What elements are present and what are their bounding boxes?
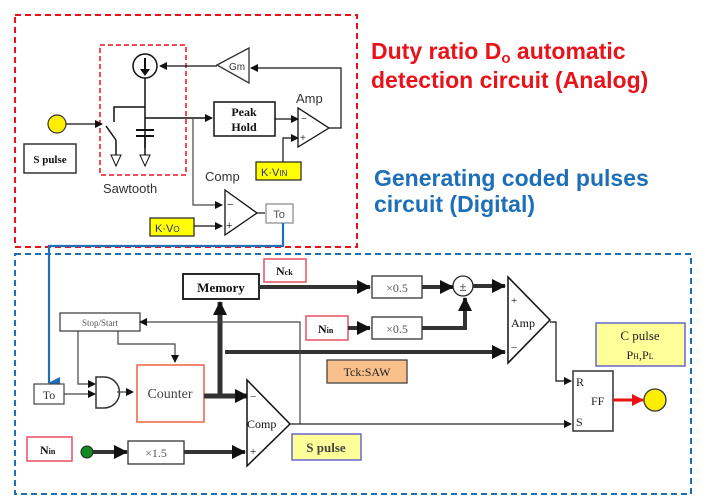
digital-title-line-2: circuit (Digital): [374, 191, 536, 218]
analog-comp: [224, 188, 259, 237]
to-output-label: To: [273, 209, 285, 221]
to-output-box: [265, 203, 294, 224]
analog-comp-minus: −: [227, 199, 233, 211]
s-pulse-note-box: [291, 433, 362, 461]
to-input-label: To: [43, 388, 56, 402]
nin-box-bottom: [26, 436, 73, 462]
tck-saw-label: Tck:SAW: [344, 365, 392, 379]
s-pulse-box: [23, 143, 77, 174]
mult-1-5-label: ×1.5: [145, 446, 167, 460]
flip-flop: [572, 370, 614, 432]
tck-saw-box: [326, 359, 408, 384]
ff-r-label: R: [576, 375, 584, 389]
wire: [250, 64, 342, 129]
digital-title-line-1: Generating coded pulses: [374, 165, 649, 191]
ff-label: FF: [591, 394, 605, 408]
wire: [550, 321, 572, 385]
c-pulse-box: [595, 322, 686, 367]
wire: [113, 106, 145, 122]
gm-amplifier: [215, 46, 250, 85]
analog-comp-plus: +: [226, 220, 232, 232]
ground-icon: [139, 154, 151, 168]
analog-comp-label: Comp: [205, 169, 240, 184]
stop-start-label: Stop/Start: [82, 318, 119, 328]
memory-block: [182, 273, 260, 300]
analog-amp-plus: +: [300, 133, 306, 144]
digital-amp-label: Amp: [511, 316, 535, 330]
ground-icon: [110, 154, 122, 168]
wire: [77, 331, 96, 388]
c-pulse-label-2: PH,PL: [626, 348, 653, 362]
memory-label: Memory: [197, 280, 245, 295]
counter-block: [136, 364, 205, 423]
peak-hold-label-2: Hold: [231, 120, 257, 134]
analog-amp-label: Amp: [296, 91, 323, 106]
digital-section-title: Generating coded pulses circuit (Digital…: [374, 165, 649, 218]
and-gate: [95, 376, 121, 409]
peak-hold-label-1: Peak: [231, 105, 257, 119]
k-vo-label: K·VO: [155, 223, 180, 235]
analog-amp: [297, 106, 331, 149]
digital-amp-minus: −: [511, 342, 517, 354]
counter-label: Counter: [147, 387, 192, 402]
digital-amp: [507, 275, 552, 365]
switch-icon: [105, 125, 117, 141]
analog-title-line-1: Duty ratio Do automatic: [371, 38, 626, 67]
k-vin-label: K·VIN: [261, 167, 288, 179]
analog-title-line-2: detection circuit (Analog): [371, 67, 649, 94]
digital-comp-minus: −: [250, 391, 256, 403]
wire: [117, 331, 179, 363]
mult-0-5-top-label: ×0.5: [386, 281, 408, 295]
gm-label: Gm: [229, 62, 245, 73]
nck-label: Nck: [276, 264, 293, 278]
k-vo-box: [149, 217, 195, 237]
c-pulse-label-1: C pulse: [620, 328, 660, 343]
bus: [422, 297, 472, 330]
k-vin-box: [255, 161, 302, 181]
sawtooth-label: Sawtooth: [103, 181, 157, 196]
mult-0-5-bottom-label: ×0.5: [386, 322, 408, 336]
sawtooth-block-border: [99, 44, 187, 176]
ff-s-label: S: [576, 415, 583, 429]
digital-amp-plus: +: [511, 295, 517, 307]
analog-amp-minus: −: [301, 114, 307, 125]
analog-section-title: Duty ratio Do automatic detection circui…: [371, 38, 648, 94]
s-pulse-input-pin: [47, 114, 67, 134]
c-pulse-output-pin: [643, 388, 667, 412]
nin-input-pin: [80, 445, 94, 459]
wire: [139, 318, 301, 424]
digital-comp: [246, 378, 292, 468]
plus-minus-label: ±: [459, 279, 466, 294]
s-pulse-note-label: S pulse: [306, 440, 346, 455]
digital-comp-label: Comp: [247, 417, 276, 431]
nin-label-top: Nin: [318, 322, 334, 336]
digital-section-border: [14, 253, 692, 495]
nin-label-bottom: Nin: [40, 443, 56, 457]
wire: [192, 118, 223, 209]
wire: [282, 134, 299, 162]
s-pulse-label: S pulse: [33, 154, 66, 166]
to-signal-wire: [47, 223, 285, 389]
nck-box: [263, 258, 307, 283]
digital-comp-plus: +: [250, 446, 256, 458]
